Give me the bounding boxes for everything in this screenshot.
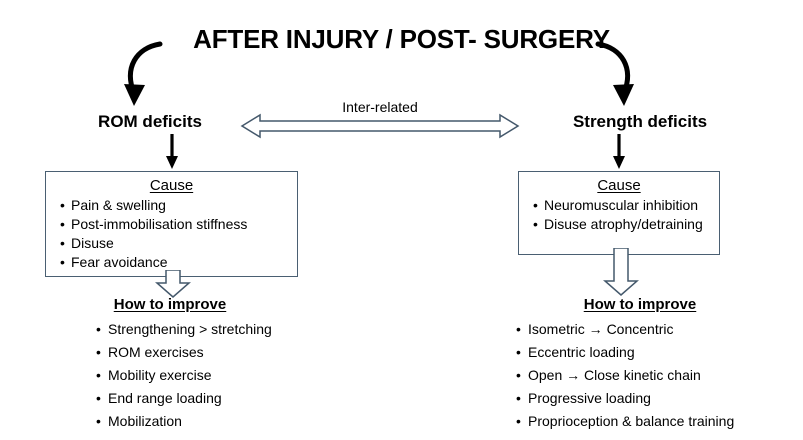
page-title: AFTER INJURY / POST- SURGERY [193,24,610,54]
interrelated-double-arrow [240,113,520,139]
list-item: Open → Close kinetic chain [516,364,734,387]
list-item: Strengthening > stretching [96,318,272,341]
cause-heading-rom: Cause [149,177,194,194]
cause-box-rom: Cause Pain & swelling Post-immobilisatio… [45,171,298,277]
down-arrow-rom-to-cause [166,134,178,169]
improve-list-rom: Strengthening > stretching ROM exercises… [96,318,272,433]
improve-heading-rom: How to improve [113,296,227,313]
list-item: Mobility exercise [96,364,272,387]
list-item: Pain & swelling [60,196,297,215]
list-item: Neuromuscular inhibition [533,196,719,215]
cause-list-rom: Pain & swelling Post-immobilisation stif… [46,196,297,272]
list-item: ROM exercises [96,341,272,364]
down-arrow-strength-to-cause [613,134,625,169]
branch-heading-strength: Strength deficits [572,112,708,131]
interrelated-label: Inter-related [342,99,418,115]
list-item: Progressive loading [516,387,734,410]
block-arrow-rom-to-improve [155,270,191,298]
list-item: Isometric → Concentric [516,318,734,341]
block-arrow-strength-to-improve [603,248,639,296]
branch-heading-rom: ROM deficits [98,112,202,131]
improve-list-strength: Isometric → Concentric Eccentric loading… [516,318,734,433]
list-item: Disuse atrophy/detraining [533,215,719,234]
cause-box-strength: Cause Neuromuscular inhibition Disuse at… [518,171,720,255]
improve-heading-strength: How to improve [583,296,697,313]
list-item: End range loading [96,387,272,410]
list-item: Eccentric loading [516,341,734,364]
list-item: Post-immobilisation stiffness [60,215,297,234]
list-item: Mobilization [96,410,272,433]
cause-heading-strength: Cause [597,177,641,194]
list-item: Proprioception & balance training [516,410,734,433]
cause-list-strength: Neuromuscular inhibition Disuse atrophy/… [519,196,719,234]
list-item: Fear avoidance [60,253,297,272]
list-item: Disuse [60,234,297,253]
